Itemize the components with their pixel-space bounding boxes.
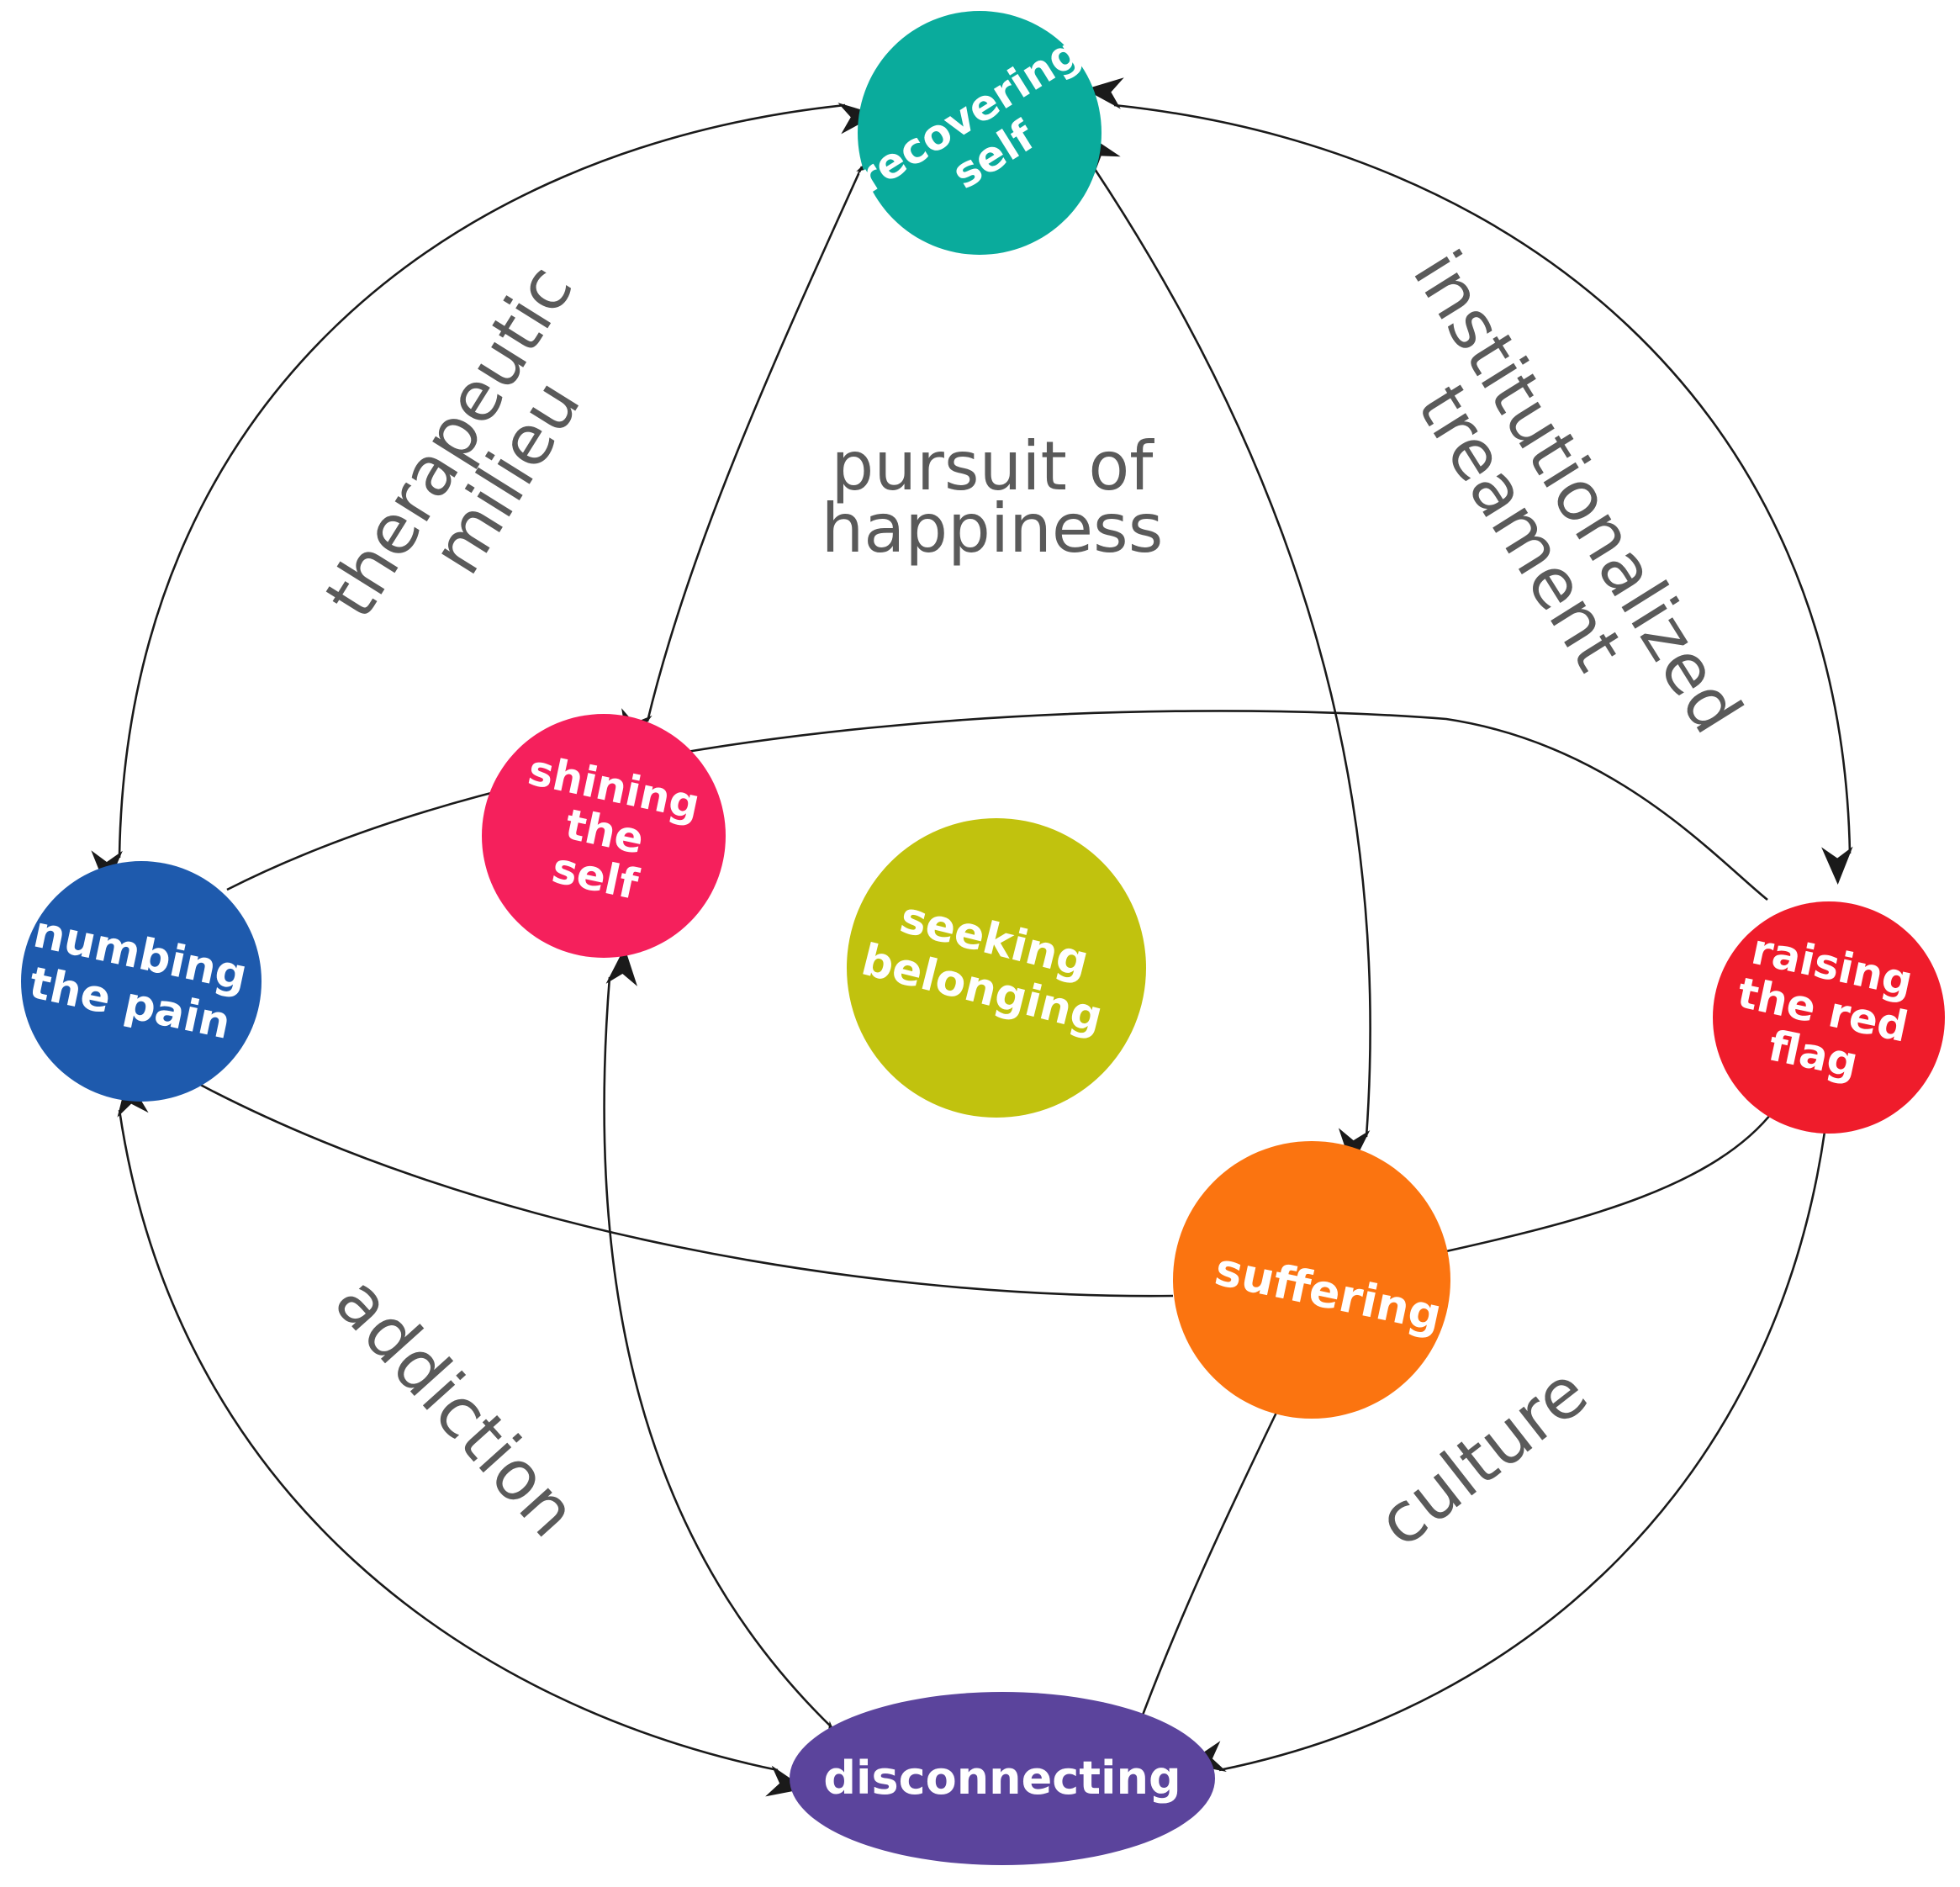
edge-shining-disconnecting [603,947,846,1759]
region-institutionalized-treament: institutionalized treament [1397,237,1757,747]
edge-recovering-shining [621,143,886,749]
equator-lower [172,1068,1174,1298]
node-circle [1713,901,1945,1134]
node-circle [858,11,1102,255]
region-label-line: happiness [822,489,1164,568]
node-numbing-the-pain[interactable]: numbing the pain [18,861,262,1102]
node-ellipse [790,1692,1215,1865]
region-addiction: addiction [320,1262,592,1552]
region-pursuit-of-happiness: pursuit of happiness [822,427,1164,568]
node-disconnecting[interactable]: disconnecting [790,1692,1215,1865]
node-shining-the-self[interactable]: shining the self [482,714,726,958]
node-seeking-belonging[interactable]: seeking belonging [847,818,1146,1118]
node-raising-the-red-flag[interactable]: raising the red flag [1713,901,1945,1134]
node-suffering[interactable]: suffering [1173,1141,1450,1419]
edge-raising-disconnecting [1186,1131,1826,1773]
node-label-line: disconnecting [823,1752,1181,1805]
edge-recovering-suffering [1086,134,1371,1167]
node-circle [482,714,726,958]
region-label-line: pursuit of [832,427,1155,505]
region-therapeutic-milieu: therapeutic milieu [310,252,596,632]
node-circle [847,818,1146,1118]
region-label-line: addiction [320,1262,592,1552]
equator-lower-right [1445,1109,1776,1253]
edge-suffering-disconnecting [1115,1369,1312,1749]
node-circle [1173,1141,1450,1419]
edge-recovering-numbing [91,103,878,889]
node-recovering-self[interactable]: recovering self [848,11,1114,255]
node-circle [21,861,262,1102]
